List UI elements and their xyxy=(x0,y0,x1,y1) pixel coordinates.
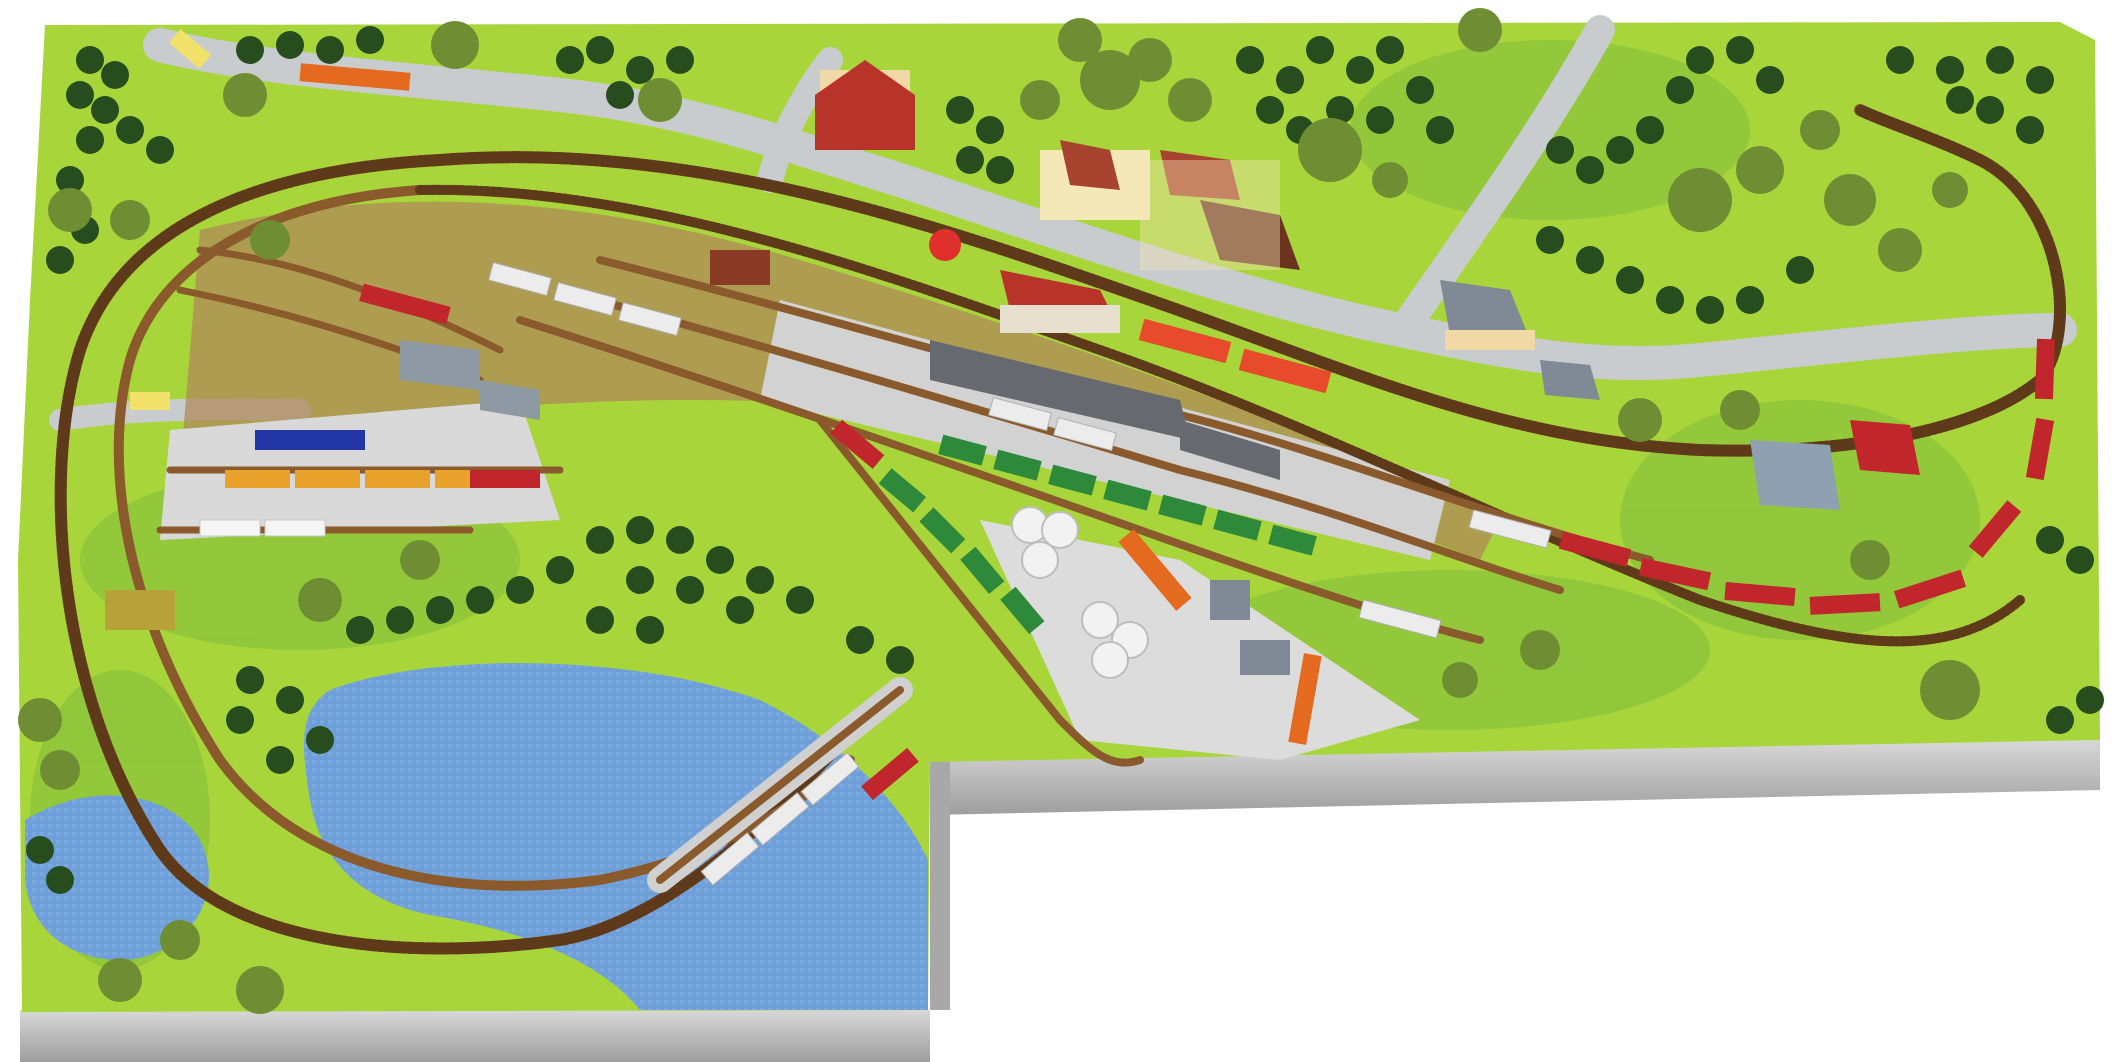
station-building xyxy=(1000,270,1120,333)
roundabout xyxy=(929,229,961,261)
road-vehicles xyxy=(130,29,1332,745)
red-locos xyxy=(359,283,919,801)
forest xyxy=(26,26,2104,894)
green-tank-train xyxy=(878,434,1317,635)
trains xyxy=(199,261,2056,886)
lake xyxy=(25,663,928,1010)
round-trees xyxy=(18,8,1980,1014)
village-houses xyxy=(1040,140,1300,270)
red-express xyxy=(1558,338,2056,615)
red-house xyxy=(1750,420,1920,510)
tracks xyxy=(54,104,2066,955)
white-wagons-lower xyxy=(199,519,326,537)
goods-sidings xyxy=(156,246,564,534)
branch-to-depot xyxy=(816,416,1144,767)
base-edge xyxy=(20,740,2100,1062)
farmhouse xyxy=(815,60,915,150)
buildings xyxy=(105,60,1920,679)
goods-shed xyxy=(255,340,540,450)
white-freight xyxy=(488,261,1552,886)
grey-villa xyxy=(1440,280,1600,400)
small-sheds xyxy=(105,250,1290,675)
tank-silos xyxy=(1011,506,1149,679)
platform-canopy xyxy=(930,340,1280,480)
